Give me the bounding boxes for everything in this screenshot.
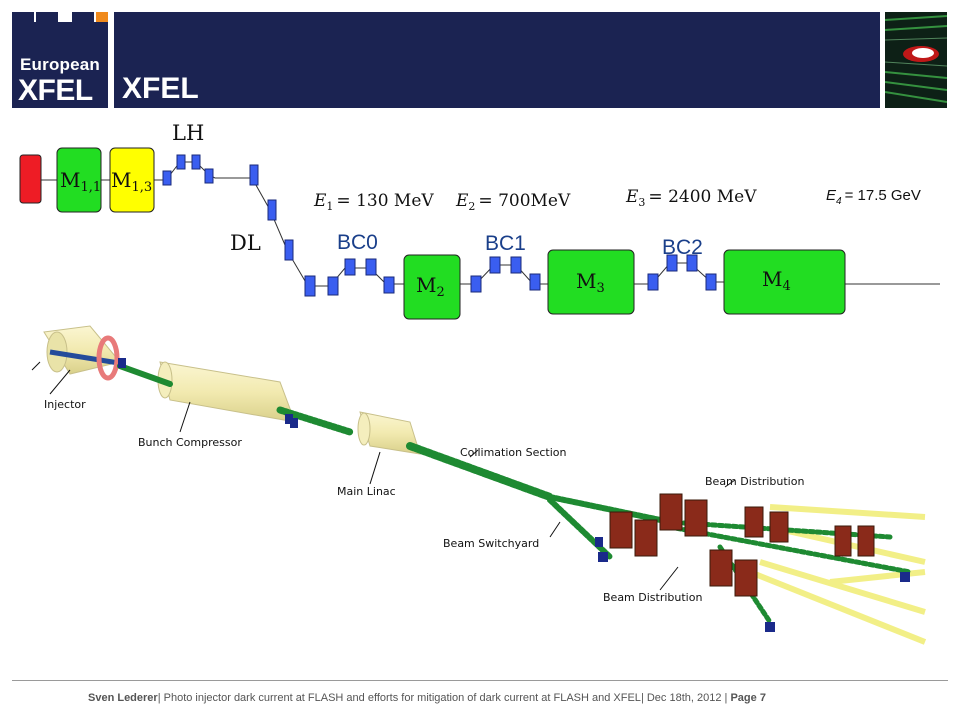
magnet xyxy=(344,258,356,276)
footer-separator: | xyxy=(640,692,644,704)
svg-text:M1,3: M1,3 xyxy=(111,168,152,195)
facility-3d-render: Injector Bunch Compressor Main Linac Col… xyxy=(31,325,927,645)
label-beam-distribution-top: Beam Distribution xyxy=(705,475,804,488)
european-xfel-logo: European XFEL xyxy=(12,22,108,108)
magnet xyxy=(365,258,377,276)
magnet xyxy=(470,275,482,293)
label-bc2: BC2 xyxy=(662,236,703,259)
label-beam-switchyard: Beam Switchyard xyxy=(443,537,539,550)
callout-lines xyxy=(31,361,736,591)
module-m3: M3 xyxy=(547,249,635,315)
magnet xyxy=(284,239,294,261)
module-m2-sub: 2 xyxy=(436,285,444,300)
label-beam-distribution-bottom: Beam Distribution xyxy=(603,591,702,604)
footer-divider xyxy=(12,680,948,681)
dipole-magnets xyxy=(162,154,717,297)
magnet xyxy=(383,276,395,294)
electron-gun xyxy=(19,154,42,204)
energy-e2: E2= 700MeV xyxy=(455,191,571,213)
svg-text:M3: M3 xyxy=(576,269,605,296)
label-bc1: BC1 xyxy=(485,232,526,255)
module-m4-base: M xyxy=(762,267,782,291)
slide-footer: Sven Lederer| Photo injector dark curren… xyxy=(88,692,766,704)
footer-talk-title: Photo injector dark current at FLASH and… xyxy=(163,692,641,704)
module-m3-base: M xyxy=(576,269,596,293)
module-m13-sub: 1,3 xyxy=(131,180,152,195)
magnet xyxy=(162,170,172,186)
svg-text:M2: M2 xyxy=(416,273,445,300)
footer-author: Sven Lederer xyxy=(88,692,158,704)
magnet xyxy=(249,164,259,186)
magnet xyxy=(686,254,698,272)
quadrupole-markers xyxy=(118,358,910,632)
energy-e1: E1= 130 MeV xyxy=(313,191,434,213)
module-m11-base: M xyxy=(60,168,80,192)
magnet xyxy=(204,168,214,184)
logo-text-xfel: XFEL xyxy=(18,74,93,107)
logo-square-1 xyxy=(12,12,34,22)
footer-page-number: Page 7 xyxy=(730,692,766,704)
logo-square-2 xyxy=(36,12,58,22)
title-bar: XFEL xyxy=(114,12,880,108)
module-m4-sub: 4 xyxy=(782,279,790,294)
module-m2: M2 xyxy=(403,254,461,320)
label-lh: LH xyxy=(172,121,204,145)
accelerator-schematic: M1,1 M1,3 M2 M3 M4 LH xyxy=(19,121,940,320)
label-injector: Injector xyxy=(44,398,86,411)
magnet xyxy=(489,256,501,274)
footer-separator: | xyxy=(724,692,728,704)
magnet xyxy=(647,273,659,291)
module-m13-base: M xyxy=(111,168,131,192)
magnet xyxy=(304,275,316,297)
injector-tube xyxy=(43,325,126,381)
magnet xyxy=(666,254,678,272)
footer-separator: | xyxy=(157,692,161,704)
label-main-linac: Main Linac xyxy=(337,485,396,498)
module-m4: M4 xyxy=(723,249,846,315)
magnet xyxy=(327,276,339,296)
module-m2-base: M xyxy=(416,273,436,297)
label-bc0: BC0 xyxy=(337,231,378,254)
module-m11: M1,1 xyxy=(56,147,102,213)
module-m3-sub: 3 xyxy=(596,281,604,296)
undulator-blocks xyxy=(609,493,875,597)
label-collimation-section: Collimation Section xyxy=(460,446,566,459)
svg-text:M4: M4 xyxy=(762,267,791,294)
module-m13: M1,3 xyxy=(109,147,155,213)
magnet xyxy=(510,256,522,274)
label-bunch-compressor: Bunch Compressor xyxy=(138,436,242,449)
energy-e4: E4= 17.5 GeV xyxy=(826,187,921,207)
module-m11-sub: 1,1 xyxy=(80,180,101,195)
bunch-compressor-tube xyxy=(157,361,296,423)
logo-square-4 xyxy=(96,12,108,22)
logo-square-3 xyxy=(72,12,94,22)
slide-title: XFEL xyxy=(122,72,199,105)
logo-text-european: European xyxy=(20,55,101,74)
footer-date: Dec 18th, 2012 xyxy=(646,692,722,704)
magnet xyxy=(267,199,277,221)
magnet xyxy=(529,273,541,291)
magnet xyxy=(705,273,717,291)
label-dl: DL xyxy=(230,231,261,255)
svg-text:M1,1: M1,1 xyxy=(60,168,101,195)
energy-e3: E3= 2400 MeV xyxy=(625,187,757,209)
magnet xyxy=(176,154,186,170)
slide-header: European XFEL XFEL xyxy=(0,0,960,110)
main-linac-tube xyxy=(357,411,421,455)
magnet xyxy=(191,154,201,170)
header-photo-image xyxy=(885,12,947,108)
